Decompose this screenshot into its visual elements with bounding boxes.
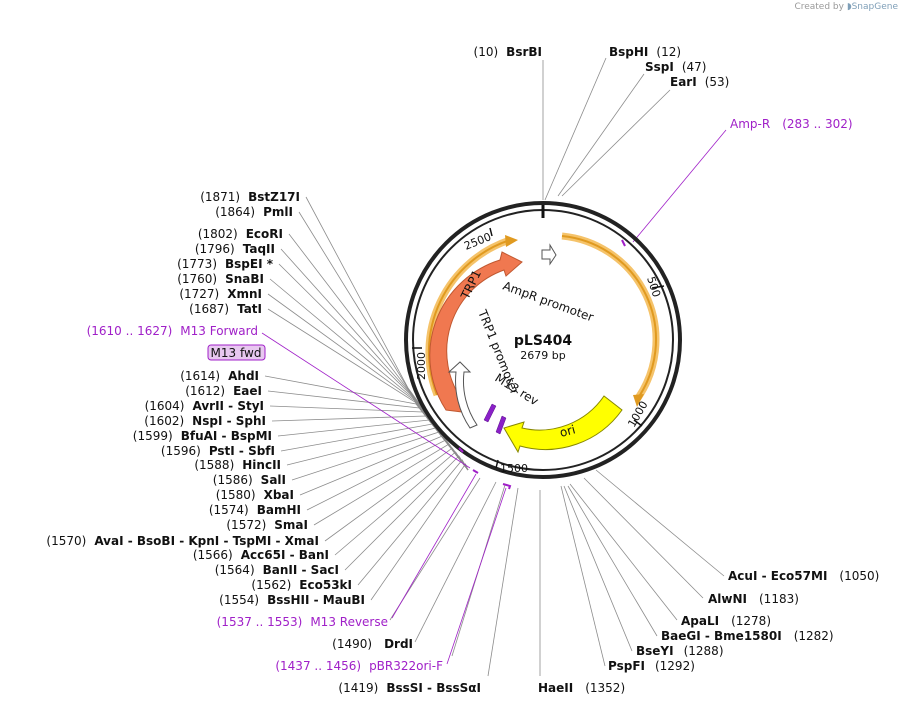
pbr322ori-f-primer-label: (1437 .. 1456)pBR322ori-F [275,659,443,673]
site-left-10: (1604)AvrII - StyI [145,399,264,413]
site-eari: EarI(53) [670,75,729,89]
site-drdi: (1490)DrdI [332,637,413,651]
site-left-9: (1612)EaeI [185,384,262,398]
tick-mark-1500 [495,459,499,469]
leader-line [561,89,671,197]
ampr-promoter-label: AmpR promoter [501,279,595,325]
site-sspi: SspI(47) [645,60,706,74]
site-baegi-bme1580i: BaeGI - Bme1580I(1282) [661,629,834,643]
trp1-promoter-feature [447,361,478,429]
leader-line-left [313,443,469,526]
site-apali: ApaLI(1278) [681,614,771,628]
leader-line-left [334,451,469,556]
tick-mark-1000 [633,419,643,427]
site-left-19: (1570)AvaI - BsoBI - KpnI - TspMI - XmaI [46,534,319,548]
leader-line [567,485,658,637]
leader-line [583,477,704,599]
plasmid-length: 2679 bp [520,349,565,362]
site-left-6: (1727)XmnI [179,287,262,301]
primer-leader-line [446,487,507,665]
leader-line-left [271,415,469,471]
leader-line [563,485,633,652]
m13-fwd-marker [483,403,497,423]
leader-line [487,487,519,677]
site-pspfi: PspFI(1292) [608,659,695,673]
leader-line [557,73,645,197]
site-left-12: (1599)BfuAI - BspMI [133,429,272,443]
leader-line-left [357,459,469,586]
site-left-2: (1802)EcoRI [198,227,283,241]
m13-reverse-primer-label: (1537 .. 1553)M13 Reverse [217,615,388,629]
m13-fwd-box [207,344,266,361]
tick-label-500: 500 [644,275,663,299]
site-left-20: (1566)Acc65I - BanI [193,548,329,562]
site-left-4: (1773)BspEI * [177,257,274,271]
primer-leader-line [391,473,477,619]
leader-line [414,481,497,643]
credit-prefix: Created by [794,2,844,12]
site-left-13: (1596)PstI - SbfI [161,444,275,458]
tick-label-1500: 1500 [500,462,528,475]
m13-forward-primer-mark [458,447,464,453]
leader-line [544,57,607,201]
m13-fwd-box-label: M13 fwd [211,346,262,360]
leader-line-left [306,439,469,511]
amp-r-primer-label: Amp-R(283 .. 302) [730,117,853,131]
leader-line [569,483,678,621]
tick-mark-2500 [489,227,493,237]
site-bsphi: BspHI(12) [609,45,681,59]
site-bsrbi: (10)BsrBI [474,45,542,59]
site-left-0: (1871)BstZ17I [200,190,300,204]
left-site-labels: (1871)BstZ17I(1864)PmlI (1802)EcoRI(1796)… [46,190,365,607]
site-left-14: (1588)HincII [194,458,281,472]
site-left-15: (1586)SalI [213,473,286,487]
credit-brand: SnapGene [851,2,898,12]
primer-leader-line [261,332,471,469]
site-left-1: (1864)PmlI [215,205,293,219]
site-left-17: (1574)BamHI [209,503,301,517]
site-left-8: (1614)AhdI [180,369,259,383]
site-left-16: (1580)XbaI [216,488,294,502]
leader-line-left [370,463,469,601]
site-left-18: (1572)SmaI [226,518,308,532]
site-left-23: (1554)BssHII - MauBI [219,593,365,607]
site-left-21: (1564)BanII - SacI [215,563,339,577]
leader-line [632,129,727,243]
ampr-gene-arc [561,235,657,399]
pbr322ori-f-primer-mark [502,483,512,490]
site-left-11: (1602)NspI - SphI [144,414,266,428]
backbone-outer-ring [404,201,682,479]
site-alwni: AlwNI(1183) [708,592,799,606]
site-left-7: (1687)TatI [189,302,262,316]
site-left-22: (1562)Eco53kI [251,578,352,592]
site-acui-eco57mi: AcuI - Eco57MI(1050) [728,569,879,583]
upper-left-gene-arc [427,239,511,396]
leader-line-left [299,435,469,496]
plasmid-name: pLS404 [514,333,573,349]
site-haeii: HaeII(1352) [538,681,625,695]
snapgene-credit: Created by ◗SnapGene [794,2,898,12]
ampr-arrowhead [633,394,644,407]
ampr-promoter-feature [541,243,557,266]
site-leader-lines [261,57,727,677]
site-bsssi-bsssai: (1419)BssSI - BssSαI [338,681,481,695]
site-bseyi: BseYI(1288) [636,644,724,658]
snapgene-logo: ◗ [846,2,852,12]
site-left-5: (1760)SnaBI [177,272,264,286]
m13-rev-marker [495,415,507,435]
ori-label: ori [558,422,577,440]
trp1-feature [429,251,523,413]
ori-feature [503,395,623,454]
m13-forward-primer-label: (1610 .. 1627)M13 Forward [87,324,258,338]
leader-line [560,485,606,667]
m13-reverse-primer-mark [472,469,479,474]
leader-line [595,469,725,577]
tick-label-2000: 2000 [415,352,428,380]
tick-label-1000: 1000 [625,399,650,430]
tick-mark-500 [651,285,665,289]
site-left-3: (1796)TaqII [195,242,275,256]
upper-left-arrowhead [505,235,518,247]
amp-r-primer-mark [621,239,626,247]
